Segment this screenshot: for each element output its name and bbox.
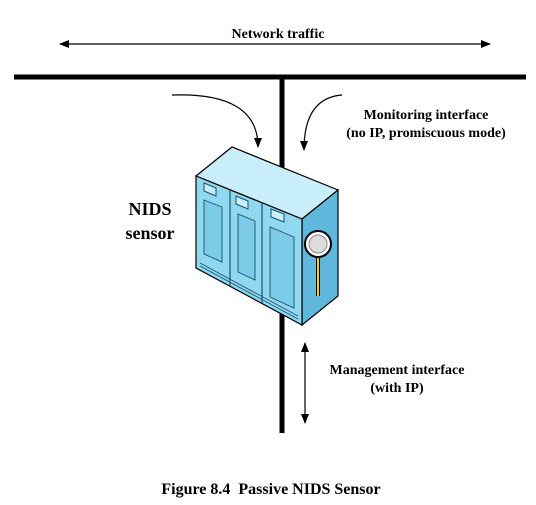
management-interface-label-1: Management interface xyxy=(330,363,465,378)
nids-sensor-label-1: NIDS xyxy=(128,199,171,219)
figure-caption: Figure 8.4 Passive NIDS Sensor xyxy=(161,481,380,498)
monitoring-interface-label-2: (no IP, promiscuous mode) xyxy=(346,126,506,141)
management-interface-label-2: (with IP) xyxy=(370,381,424,396)
monitoring-interface-label-1: Monitoring interface xyxy=(364,108,489,123)
curved-arrow-right xyxy=(300,94,343,151)
network-traffic-label: Network traffic xyxy=(232,27,325,42)
nids-sensor-label-2: sensor xyxy=(126,223,175,243)
curved-arrow-left xyxy=(171,94,262,148)
nids-sensor-device xyxy=(194,146,340,327)
